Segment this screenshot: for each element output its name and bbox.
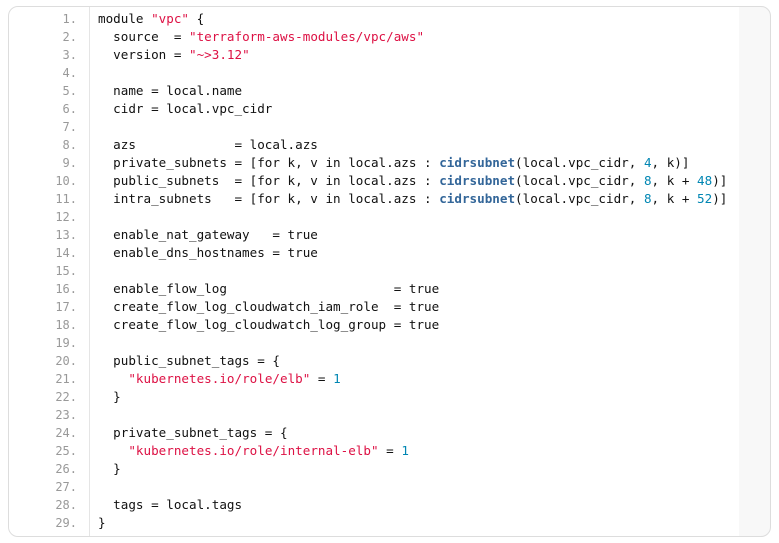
line-number: 7. [62,120,77,134]
code-row: 17. create_flow_log_cloudwatch_iam_role … [9,298,739,316]
code-lines: 1. module "vpc" { 2. source = "terraform-a… [9,7,739,532]
code-line: } [98,461,121,476]
code-line: enable_flow_log = true [98,281,440,296]
code-line: enable_dns_hostnames = true [98,245,318,260]
line-number: 9. [62,156,77,170]
code-line [89,118,739,136]
code-line: create_flow_log_cloudwatch_log_group = t… [98,317,440,332]
line-number: 2. [62,30,77,44]
code-row: 15. [9,262,739,280]
code-row: 28. tags = local.tags [9,496,739,514]
code-row: 4. [9,64,739,82]
code-row: 13. enable_nat_gateway = true [9,226,739,244]
line-number: 27. [55,480,77,494]
code-line: } [98,389,121,404]
code-row: 1. module "vpc" { [9,10,739,28]
code-row: 18. create_flow_log_cloudwatch_log_group… [9,316,739,334]
line-number: 10. [55,174,77,188]
code-line [89,334,739,352]
line-number: 4. [62,66,77,80]
line-number: 3. [62,48,77,62]
code-row: 8. azs = local.azs [9,136,739,154]
code-row: 12. [9,208,739,226]
code-row: 7. [9,118,739,136]
line-number: 23. [55,408,77,422]
line-number: 21. [55,372,77,386]
code-row: 21. "kubernetes.io/role/elb" = 1 [9,370,739,388]
code-line: name = local.name [98,83,243,98]
line-number: 1. [62,12,77,26]
line-number: 24. [55,426,77,440]
line-number: 12. [55,210,77,224]
line-number: 29. [55,516,77,530]
code-line [89,64,739,82]
line-number: 15. [55,264,77,278]
code-line: private_subnets = [for k, v in local.azs… [98,155,690,170]
code-row: 23. [9,406,739,424]
code-line: tags = local.tags [98,497,243,512]
code-line: intra_subnets = [for k, v in local.azs :… [98,191,728,206]
code-line [89,406,739,424]
code-row: 10. public_subnets = [for k, v in local.… [9,172,739,190]
code-line: } [98,515,106,530]
code-line: private_subnet_tags = { [98,425,288,440]
code-row: 9. private_subnets = [for k, v in local.… [9,154,739,172]
code-row: 14. enable_dns_hostnames = true [9,244,739,262]
code-line: enable_nat_gateway = true [98,227,318,242]
terraform-code-block: 1. module "vpc" { 2. source = "terraform-a… [8,6,771,537]
code-line [89,208,739,226]
code-row: 22. } [9,388,739,406]
code-line: create_flow_log_cloudwatch_iam_role = tr… [98,299,440,314]
line-number: 16. [55,282,77,296]
line-number: 26. [55,462,77,476]
line-number: 28. [55,498,77,512]
code-row: 27. [9,478,739,496]
code-row: 3. version = "~>3.12" [9,46,739,64]
line-number: 19. [55,336,77,350]
line-number: 20. [55,354,77,368]
code-line: cidr = local.vpc_cidr [98,101,273,116]
code-row: 26. } [9,460,739,478]
line-number: 13. [55,228,77,242]
code-row: 20. public_subnet_tags = { [9,352,739,370]
code-line: "kubernetes.io/role/elb" = 1 [128,371,341,386]
code-line [89,262,739,280]
line-number: 14. [55,246,77,260]
code-row: 5. name = local.name [9,82,739,100]
gutter-divider [89,7,90,536]
line-number: 11. [55,192,77,206]
line-number: 22. [55,390,77,404]
code-row: 25. "kubernetes.io/role/internal-elb" = … [9,442,739,460]
code-row: 29.} [9,514,739,532]
line-number: 8. [62,138,77,152]
code-line: public_subnets = [for k, v in local.azs … [98,173,728,188]
code-line: version = "~>3.12" [98,47,250,62]
code-line: public_subnet_tags = { [98,353,280,368]
line-number: 18. [55,318,77,332]
line-number: 17. [55,300,77,314]
code-line: azs = local.azs [98,137,318,152]
code-row: 19. [9,334,739,352]
code-line: "kubernetes.io/role/internal-elb" = 1 [128,443,409,458]
code-line: source = "terraform-aws-modules/vpc/aws" [98,29,425,44]
code-row: 24. private_subnet_tags = { [9,424,739,442]
code-row: 6. cidr = local.vpc_cidr [9,100,739,118]
line-number: 25. [55,444,77,458]
line-number: 5. [62,84,77,98]
code-panel: 1. module "vpc" { 2. source = "terraform-a… [9,7,739,536]
code-row: 16. enable_flow_log = true [9,280,739,298]
code-line: module "vpc" { [98,11,205,26]
code-row: 11. intra_subnets = [for k, v in local.a… [9,190,739,208]
code-line [89,478,739,496]
code-row: 2. source = "terraform-aws-modules/vpc/a… [9,28,739,46]
line-number: 6. [62,102,77,116]
